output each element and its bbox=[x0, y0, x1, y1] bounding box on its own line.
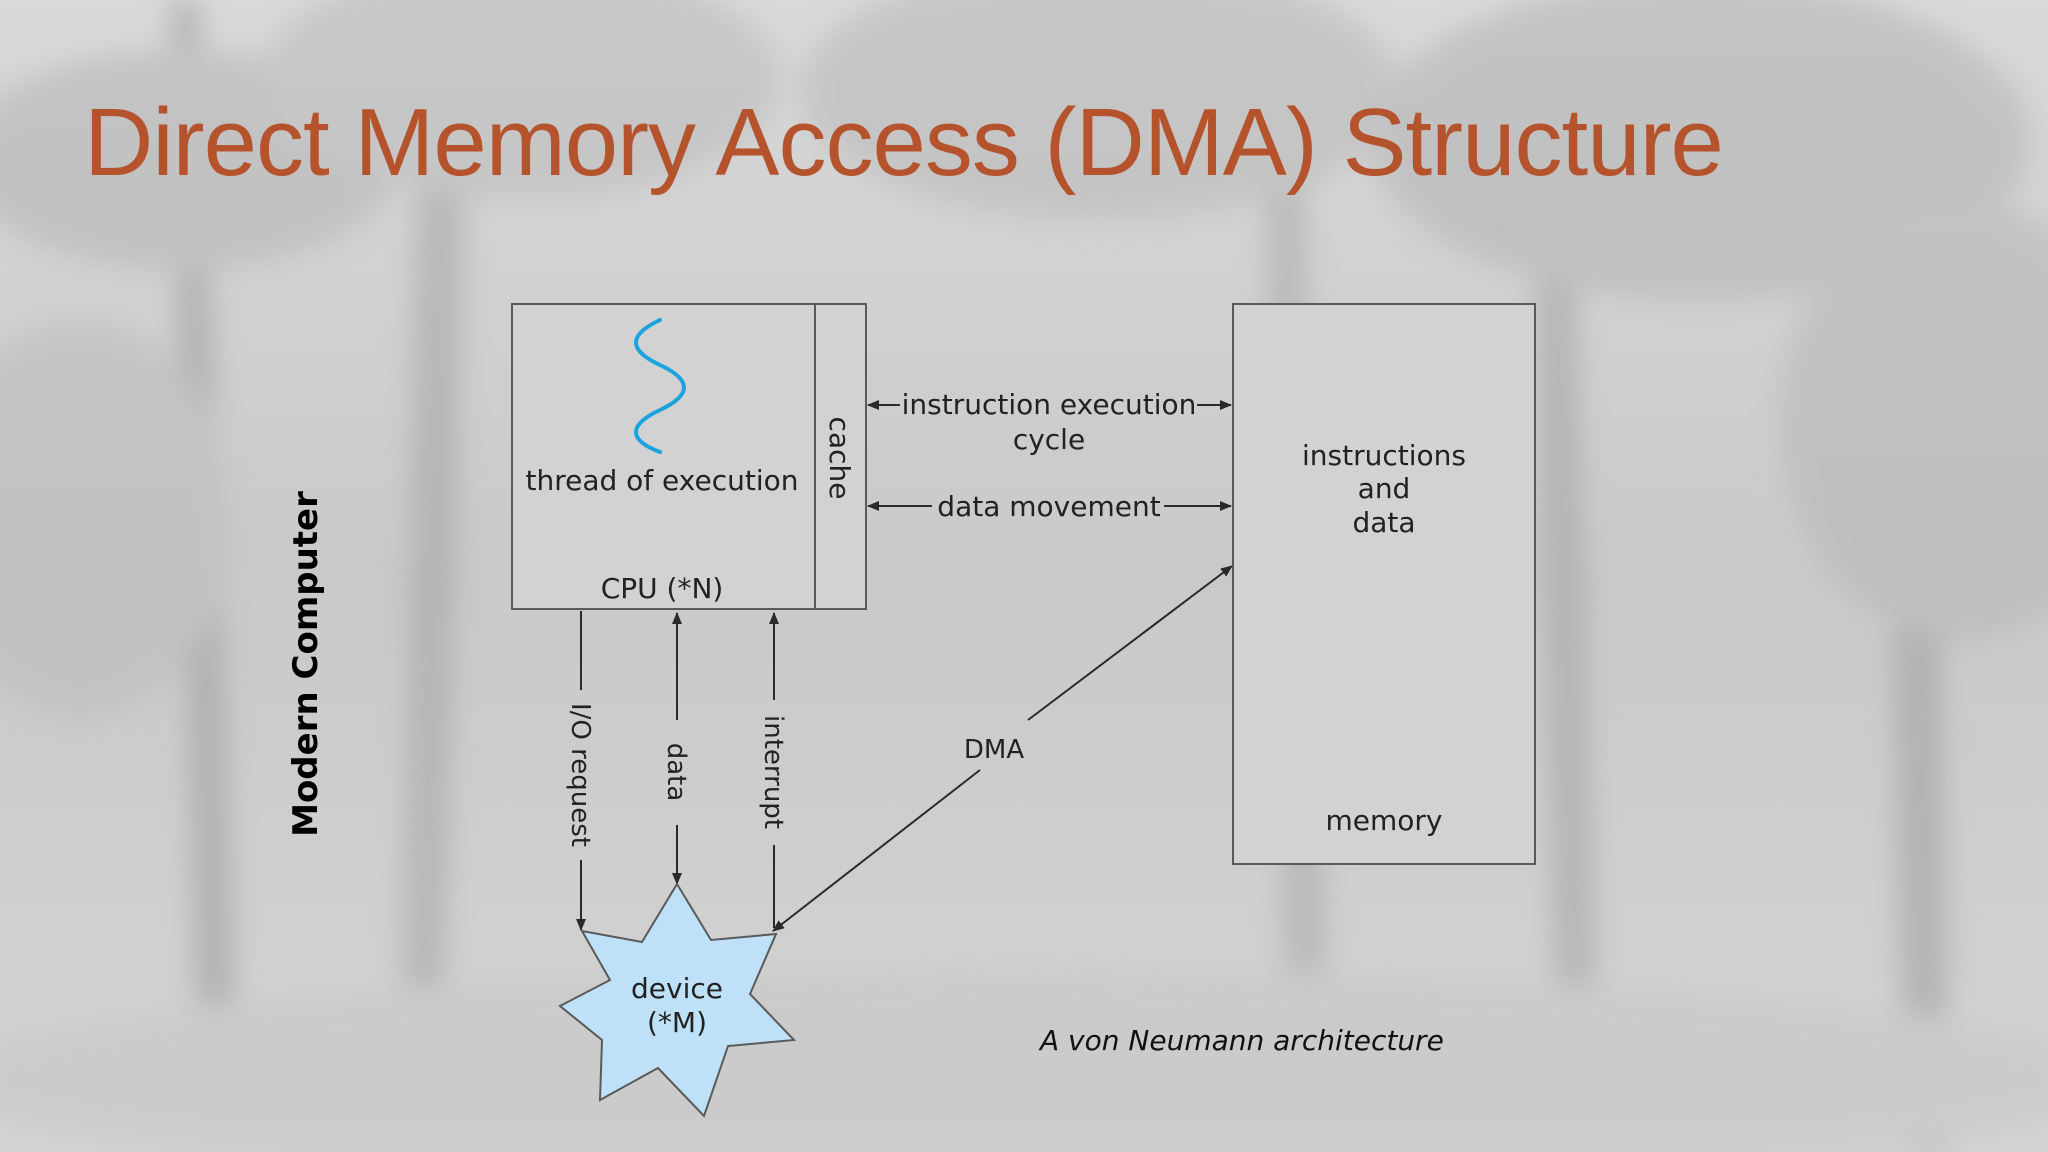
slide-title: Direct Memory Access (DMA) Structure bbox=[84, 89, 1724, 196]
cpu-box bbox=[511, 303, 867, 610]
dma-label: DMA bbox=[964, 735, 1024, 765]
thread-squiggle-icon bbox=[634, 318, 686, 454]
instruction-cycle-label-line-1: instruction execution bbox=[902, 388, 1197, 421]
cpu-label: CPU (*N) bbox=[601, 572, 724, 605]
io-request-label: I/O request bbox=[565, 703, 595, 847]
data-link-label: data bbox=[661, 743, 691, 802]
memory-content-line-1: instructions bbox=[1302, 439, 1466, 472]
cache-label: cache bbox=[823, 417, 856, 500]
memory-label: memory bbox=[1326, 804, 1443, 837]
device-label-line-1: device bbox=[631, 972, 723, 1005]
thread-label: thread of execution bbox=[525, 464, 798, 497]
side-label: Modern Computer bbox=[286, 491, 326, 837]
memory-content-line-2: and bbox=[1358, 472, 1411, 505]
memory-box bbox=[1232, 303, 1536, 865]
dma-arrow-to-memory bbox=[1027, 565, 1233, 721]
device-label-line-2: (*M) bbox=[647, 1006, 707, 1039]
dma-arrow-to-device bbox=[772, 769, 981, 932]
device-star bbox=[558, 882, 797, 1118]
instruction-cycle-label-line-2: cycle bbox=[1013, 423, 1085, 456]
data-movement-label: data movement bbox=[937, 490, 1160, 523]
interrupt-label: interrupt bbox=[758, 715, 788, 829]
memory-content-line-3: data bbox=[1352, 506, 1415, 539]
diagram-caption: A von Neumann architecture bbox=[1040, 1024, 1444, 1057]
